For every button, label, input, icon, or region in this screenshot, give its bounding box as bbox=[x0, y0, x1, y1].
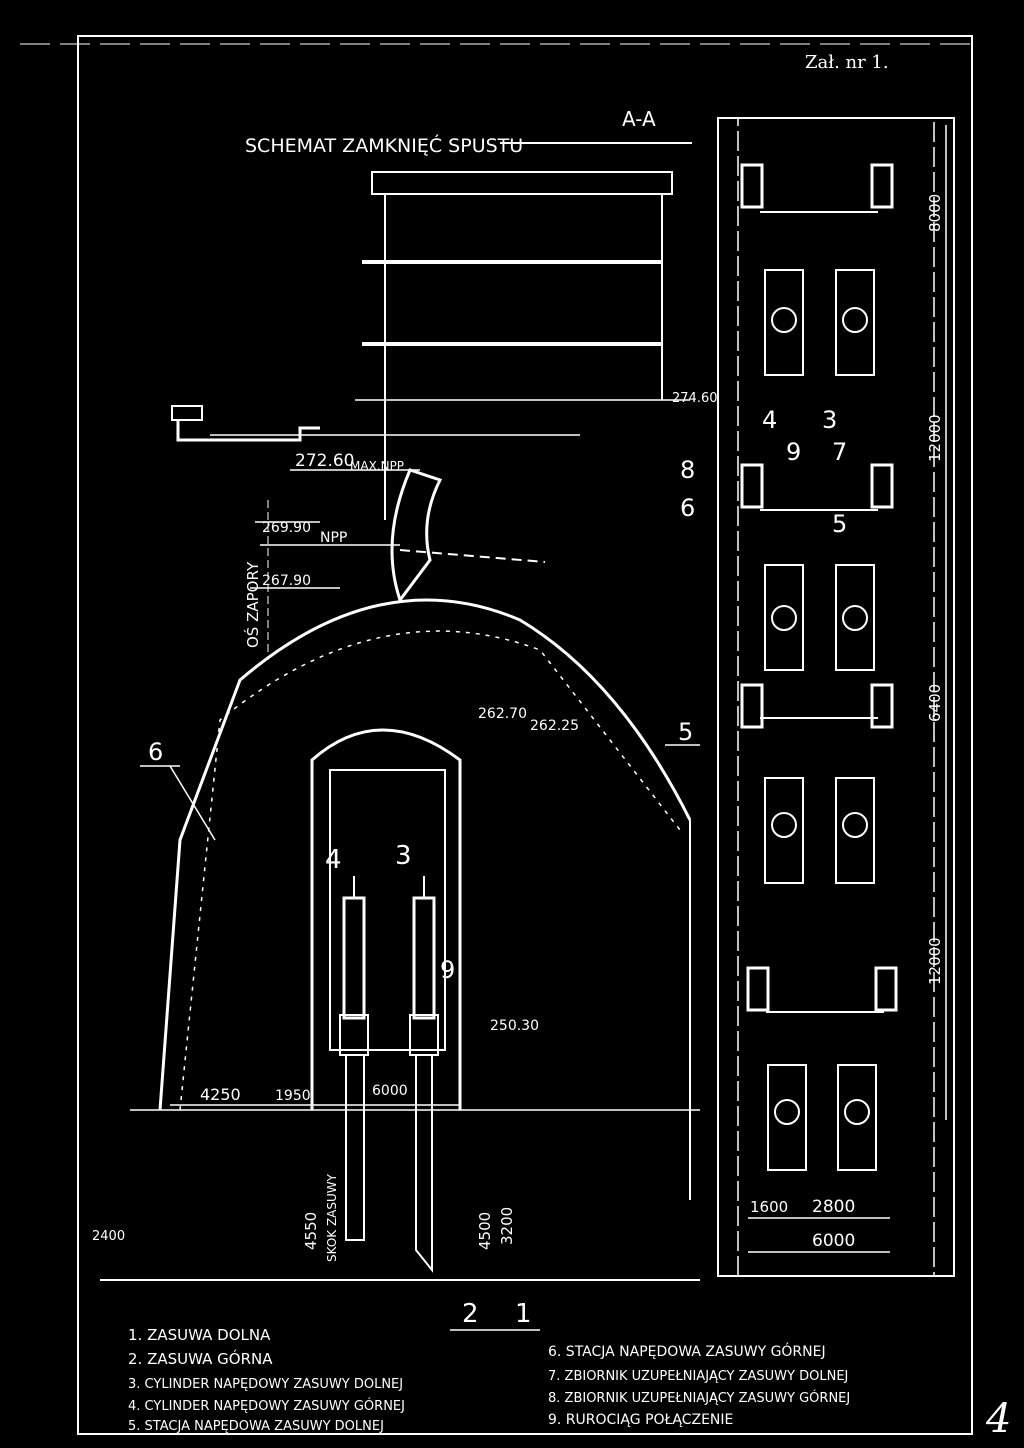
legend-item-9: 9. RUROCIĄG POŁĄCZENIE bbox=[548, 1412, 733, 1428]
elev-sill: 267.90 bbox=[262, 573, 311, 589]
label-npp: NPP bbox=[320, 530, 347, 546]
legend-item-6: 6. STACJA NAPĘDOWA ZASUWY GÓRNEJ bbox=[548, 1342, 826, 1360]
callout-4-shaft: 4 bbox=[325, 845, 342, 875]
attachment-label: Zał. nr 1. bbox=[805, 52, 889, 73]
gate-tower bbox=[355, 171, 690, 520]
dim-2400-left: 2400 bbox=[92, 1229, 125, 1244]
dim-4500: 4500 bbox=[476, 1212, 494, 1250]
callout-1: 1 bbox=[515, 1299, 532, 1329]
station-4 bbox=[746, 966, 898, 1171]
dim-1600: 1600 bbox=[750, 1198, 788, 1216]
label-max-npp: MAX.NPP bbox=[350, 459, 404, 473]
dam-body-dashed bbox=[179, 630, 681, 1111]
page-number: 4 bbox=[985, 1396, 1011, 1442]
radial-gate bbox=[390, 468, 443, 604]
dim-12000-bottom: 12000 bbox=[926, 937, 944, 985]
callout-2: 2 bbox=[462, 1299, 479, 1329]
dim-6000-shaft: 6000 bbox=[372, 1083, 408, 1099]
cylinder-lower-gate bbox=[409, 876, 439, 1273]
drawing-title: SCHEMAT ZAMKNIĘĆ SPUSTU bbox=[245, 133, 523, 157]
crest-walkway bbox=[171, 405, 580, 442]
legend-item-2: 2. ZASUWA GÓRNA bbox=[128, 1349, 273, 1368]
water-levels bbox=[250, 469, 420, 589]
dim-4250: 4250 bbox=[200, 1085, 241, 1104]
elev-outlet: 250.30 bbox=[490, 1018, 539, 1034]
dam-body bbox=[158, 598, 692, 1111]
callout-9-shaft: 9 bbox=[440, 956, 455, 984]
gate-arm bbox=[399, 549, 546, 563]
callout-6-plan: 6 bbox=[680, 494, 695, 522]
dim-12000-top: 12000 bbox=[926, 414, 944, 462]
gate-stroke-label: SKOK ZASUWY bbox=[325, 1173, 339, 1262]
legend-item-3: 3. CYLINDER NAPĘDOWY ZASUWY DOLNEJ bbox=[128, 1377, 403, 1392]
station-2 bbox=[740, 463, 894, 671]
legend-item-7: 7. ZBIORNIK UZUPEŁNIAJĄCY ZASUWY DOLNEJ bbox=[548, 1369, 848, 1384]
callout-4-plan: 4 bbox=[762, 406, 777, 434]
dim-2800: 2800 bbox=[812, 1197, 855, 1217]
legend-right: 6. STACJA NAPĘDOWA ZASUWY GÓRNEJ 7. ZBIO… bbox=[548, 1342, 850, 1428]
callout-6-left: 6 bbox=[148, 738, 163, 766]
callout-9-plan: 9 bbox=[786, 438, 801, 466]
elev-shaft-left: 262.70 bbox=[478, 706, 527, 722]
cylinder-upper-gate bbox=[339, 876, 369, 1241]
elev-crest: 274.60 bbox=[672, 391, 718, 406]
dim-8000: 8000 bbox=[926, 194, 944, 232]
station-1 bbox=[740, 163, 894, 376]
callout-3-shaft: 3 bbox=[395, 841, 412, 871]
callout-5-section: 5 bbox=[678, 718, 693, 746]
elev-max-npp: 272.60 bbox=[295, 451, 354, 471]
shaft-chamber bbox=[329, 769, 446, 1051]
section-label: A-A bbox=[622, 107, 656, 131]
legend-left: 1. ZASUWA DOLNA 2. ZASUWA GÓRNA 3. CYLIN… bbox=[128, 1326, 405, 1434]
station-3 bbox=[740, 683, 894, 884]
legend-item-1: 1. ZASUWA DOLNA bbox=[128, 1326, 271, 1344]
elev-npp: 269.90 bbox=[262, 520, 311, 536]
callout-8-plan: 8 bbox=[680, 456, 695, 484]
legend-item-4: 4. CYLINDER NAPĘDOWY ZASUWY GÓRNEJ bbox=[128, 1398, 405, 1414]
dam-axis-label: OŚ ZAPORY bbox=[243, 561, 262, 648]
plan-view bbox=[717, 117, 955, 1277]
callout-7-plan: 7 bbox=[832, 438, 847, 466]
shaft-outline bbox=[310, 728, 462, 1110]
callout-5-plan: 5 bbox=[832, 510, 847, 538]
dim-3200: 3200 bbox=[498, 1207, 516, 1245]
drawing-frame bbox=[77, 35, 973, 1435]
dim-4550: 4550 bbox=[302, 1212, 320, 1250]
elev-shaft-right: 262.25 bbox=[530, 718, 579, 734]
dim-6400: 6400 bbox=[926, 684, 944, 722]
legend-item-8: 8. ZBIORNIK UZUPEŁNIAJĄCY ZASUWY GÓRNEJ bbox=[548, 1390, 850, 1406]
callout-3-plan: 3 bbox=[822, 406, 837, 434]
legend-item-5: 5. STACJA NAPĘDOWA ZASUWY DOLNEJ bbox=[128, 1419, 384, 1434]
dim-6000-plan: 6000 bbox=[812, 1231, 855, 1251]
dim-1950: 1950 bbox=[275, 1088, 311, 1104]
